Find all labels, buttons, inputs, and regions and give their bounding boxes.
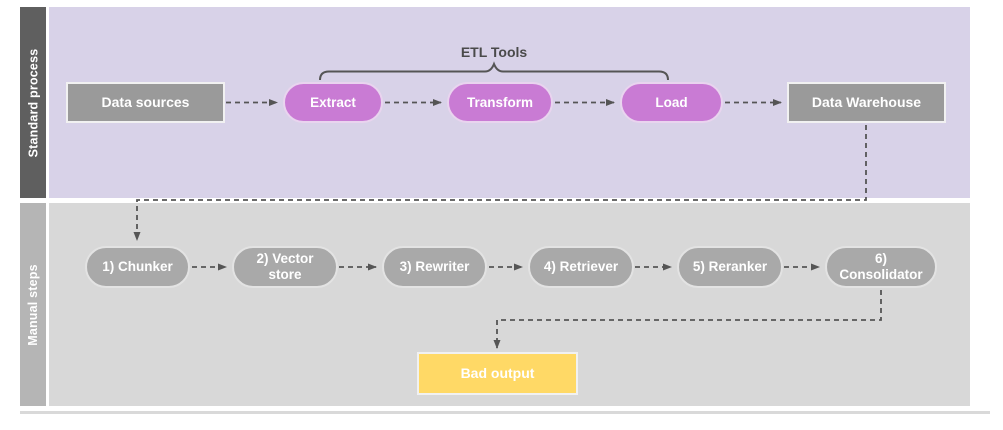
node-load: Load bbox=[620, 82, 723, 123]
node-chunker: 1) Chunker bbox=[85, 246, 190, 288]
node-retriever: 4) Retriever bbox=[528, 246, 634, 288]
node-transform: Transform bbox=[447, 82, 553, 123]
node-consolidator: 6) Consolidator bbox=[825, 246, 937, 288]
lane-manual-steps-label: Manual steps bbox=[26, 263, 40, 346]
node-data-warehouse: Data Warehouse bbox=[787, 82, 946, 123]
node-extract: Extract bbox=[283, 82, 383, 123]
lane-manual-steps-bar: Manual steps bbox=[20, 203, 46, 406]
node-data-sources: Data sources bbox=[66, 82, 225, 123]
node-reranker: 5) Reranker bbox=[677, 246, 783, 288]
node-rewriter: 3) Rewriter bbox=[382, 246, 487, 288]
node-bad-output: Bad output bbox=[417, 352, 578, 395]
diagram-bottom-rule bbox=[20, 411, 990, 414]
lane-standard-process-bar: Standard process bbox=[20, 7, 46, 198]
etl-tools-label: ETL Tools bbox=[460, 44, 528, 60]
lane-standard-process-label: Standard process bbox=[26, 48, 41, 157]
node-vector-store: 2) Vector store bbox=[232, 246, 338, 288]
